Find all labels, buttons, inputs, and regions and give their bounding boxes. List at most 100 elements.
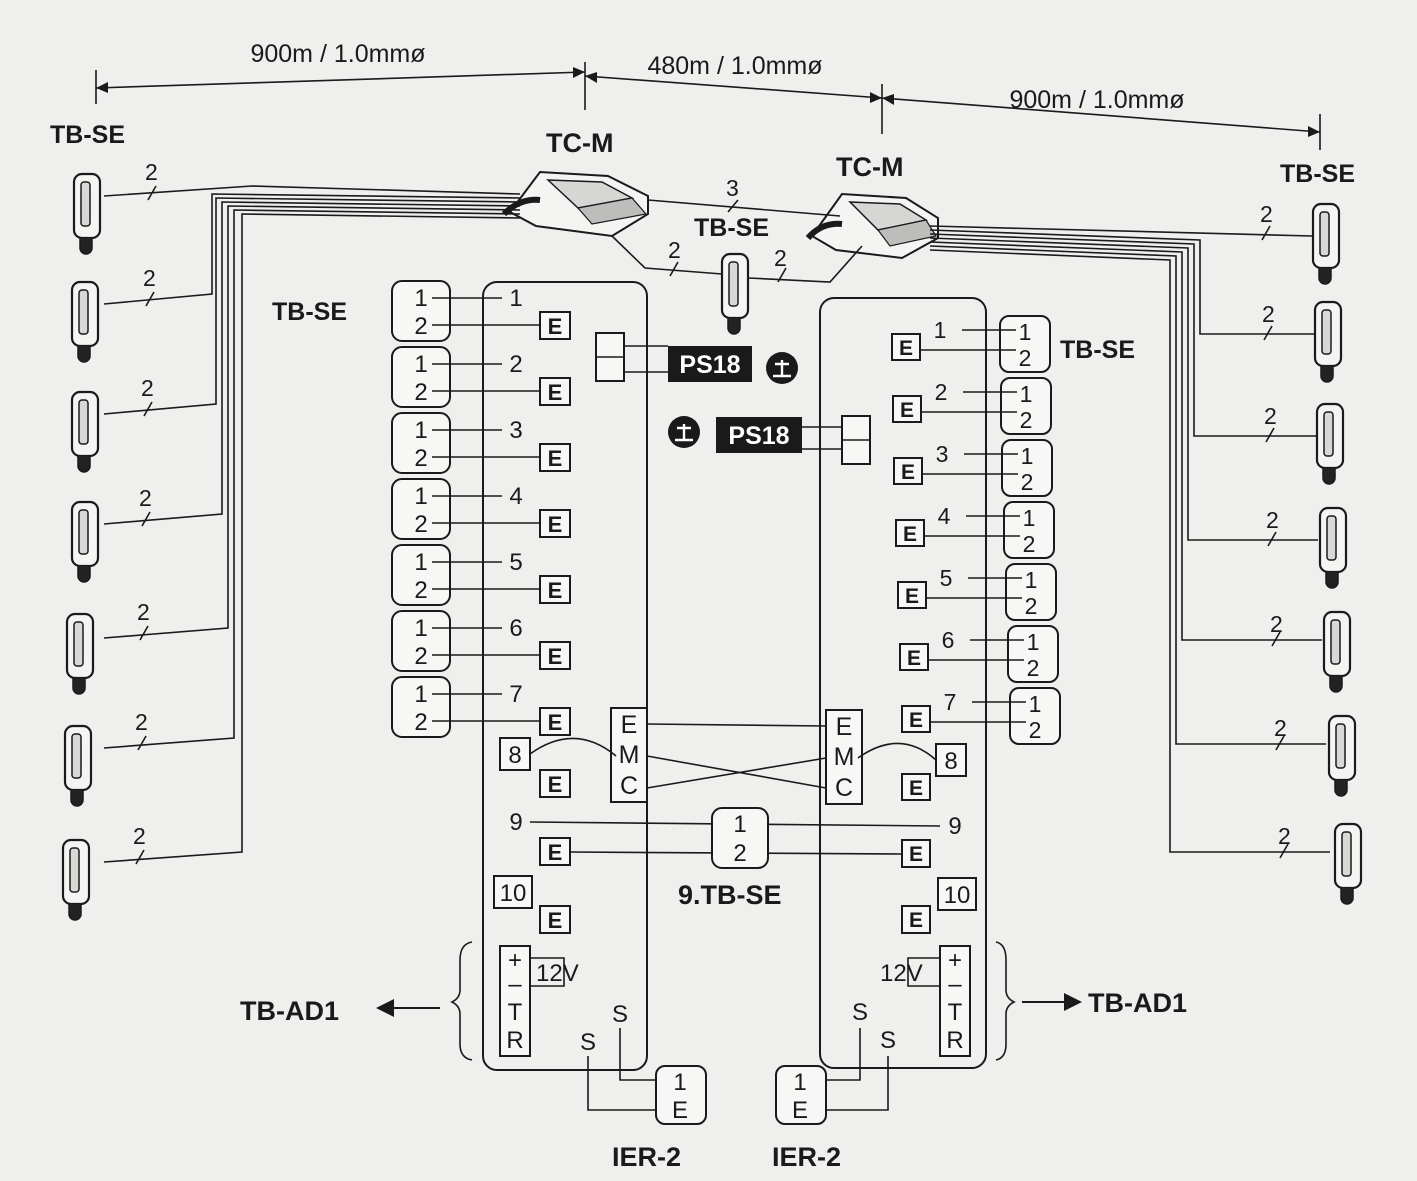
ier2-right-wiring: S S 1 E IER-2 (772, 999, 896, 1172)
terminal-label: 1 (934, 317, 947, 343)
wire-count-right-3: 2 (1264, 403, 1277, 429)
right-row-6: 1 2 6 E (899, 625, 1059, 683)
label-tc-m-right: TC-M (836, 152, 903, 182)
terminal-label: E (548, 578, 563, 603)
terminal-label: S (580, 1029, 596, 1056)
terminal-label: E (548, 512, 563, 537)
terminal-label: E (909, 843, 923, 866)
terminal-label: 1 (414, 549, 427, 576)
terminal-label: 3 (936, 441, 949, 467)
label-tb-se-right-group: TB-SE (1060, 336, 1135, 364)
terminal-label: E (548, 644, 563, 669)
terminal-label: 4 (938, 503, 951, 529)
terminal-label: 1 (733, 811, 746, 838)
terminal-label: 1 (1020, 381, 1033, 407)
label-tb-ad1-right: TB-AD1 (1088, 988, 1187, 1018)
terminal-label: 1 (1023, 505, 1036, 531)
terminal-label: 1 (414, 285, 427, 312)
right-cable-bundle (929, 225, 1330, 853)
terminal-label: 7 (509, 681, 522, 708)
wire-count-left-2: 2 (143, 265, 156, 291)
terminal-label: 9 (948, 813, 961, 840)
left-row-7: 1 2 7 E (391, 676, 571, 738)
terminal-label: 2 (1023, 531, 1036, 557)
terminal-label: 2 (1027, 655, 1040, 681)
terminal-label: E (905, 585, 919, 608)
left-row-2: 1 2 2 E (391, 346, 571, 408)
terminal-label: 2 (414, 643, 427, 670)
terminal-label: 5 (509, 549, 522, 576)
terminal-label: 1 (509, 285, 522, 312)
label-tb-ad1-left: TB-AD1 (240, 996, 339, 1026)
terminal-label: + (508, 947, 522, 974)
right-row-1: 1 2 1 E (891, 315, 1051, 373)
right-row-5: 1 2 5 E (897, 563, 1057, 621)
wire-count-left-6: 2 (135, 709, 148, 735)
terminal-label: E (792, 1097, 808, 1124)
terminal-label: E (548, 314, 563, 339)
terminal-label: E (899, 337, 913, 360)
terminal-label: T (948, 999, 963, 1026)
terminal-label: 2 (414, 577, 427, 604)
terminal-label: 12V (880, 960, 923, 987)
terminal-label: S (612, 1001, 628, 1028)
brace-right (995, 941, 1016, 1061)
ps18-right-label: PS18 (728, 422, 789, 450)
terminal-label: M (619, 741, 640, 769)
terminal-label: 10 (500, 880, 527, 907)
terminal-label: R (946, 1027, 963, 1054)
terminal-label: R (506, 1027, 523, 1054)
right-row-4: 1 2 4 E (895, 501, 1055, 559)
label-ier2-left: IER-2 (612, 1142, 681, 1172)
terminal-8-left: 8 E (499, 737, 571, 798)
terminal-label: 1 (793, 1069, 806, 1096)
terminal-label: E (548, 772, 563, 797)
emc-block: E M C E M C (529, 707, 937, 805)
ps18-left-label: PS18 (679, 351, 740, 379)
terminal-label: 8 (508, 742, 521, 769)
terminal-label: 2 (1025, 593, 1038, 619)
terminal-label: 1 (414, 351, 427, 378)
wire-count-mid-right: 2 (774, 245, 787, 271)
right-row-3: 1 2 3 E (893, 439, 1053, 497)
terminal-label: 6 (509, 615, 522, 642)
right-row-2: 1 2 2 E (892, 377, 1052, 435)
terminal-label: T (508, 999, 523, 1026)
terminal-label: E (548, 380, 563, 405)
label-tb-se-middle: TB-SE (694, 214, 769, 242)
terminal-label: 2 (414, 313, 427, 340)
right-handsets (1311, 202, 1363, 906)
left-row-6: 1 2 6 E (391, 610, 571, 672)
left-wire-counts (135, 185, 157, 865)
terminal-label: S (852, 999, 868, 1026)
ier2-left-wiring: S S 1 E IER-2 (580, 1001, 707, 1172)
left-handsets (61, 172, 102, 922)
handset-middle (720, 252, 750, 336)
terminal-label: E (909, 709, 923, 732)
terminal-label: 2 (935, 379, 948, 405)
wire-count-left-3: 2 (141, 375, 154, 401)
terminal-label: E (672, 1097, 688, 1124)
terminal-label: 1 (414, 615, 427, 642)
terminal-label: 5 (940, 565, 953, 591)
distance-middle: 480m / 1.0mmø (647, 52, 822, 80)
terminal-label: E (548, 840, 563, 865)
terminal-label: 10 (944, 882, 971, 909)
power-block-left: + – T R 12V (499, 945, 579, 1057)
terminal-10-left: 10 E (493, 875, 571, 934)
terminal-label: 8 (944, 748, 957, 775)
terminal-label: 2 (1029, 717, 1042, 743)
label-tc-m-left: TC-M (546, 128, 613, 158)
terminal-label: 1 (1021, 443, 1034, 469)
label-tb-se-left-group: TB-SE (272, 298, 347, 326)
power-block-right: + – T R 12V (880, 945, 971, 1057)
left-row-4: 1 2 4 E (391, 478, 571, 540)
brace-left (450, 941, 473, 1061)
terminal-label: 2 (1020, 407, 1033, 433)
terminal-label: 1 (673, 1069, 686, 1096)
wire-count-mid-left: 2 (668, 237, 681, 263)
terminal-label: E (548, 908, 563, 933)
wire-count-right-1: 2 (1260, 201, 1273, 227)
wire-count-right-6: 2 (1274, 715, 1287, 741)
terminal-label: E (621, 711, 638, 739)
